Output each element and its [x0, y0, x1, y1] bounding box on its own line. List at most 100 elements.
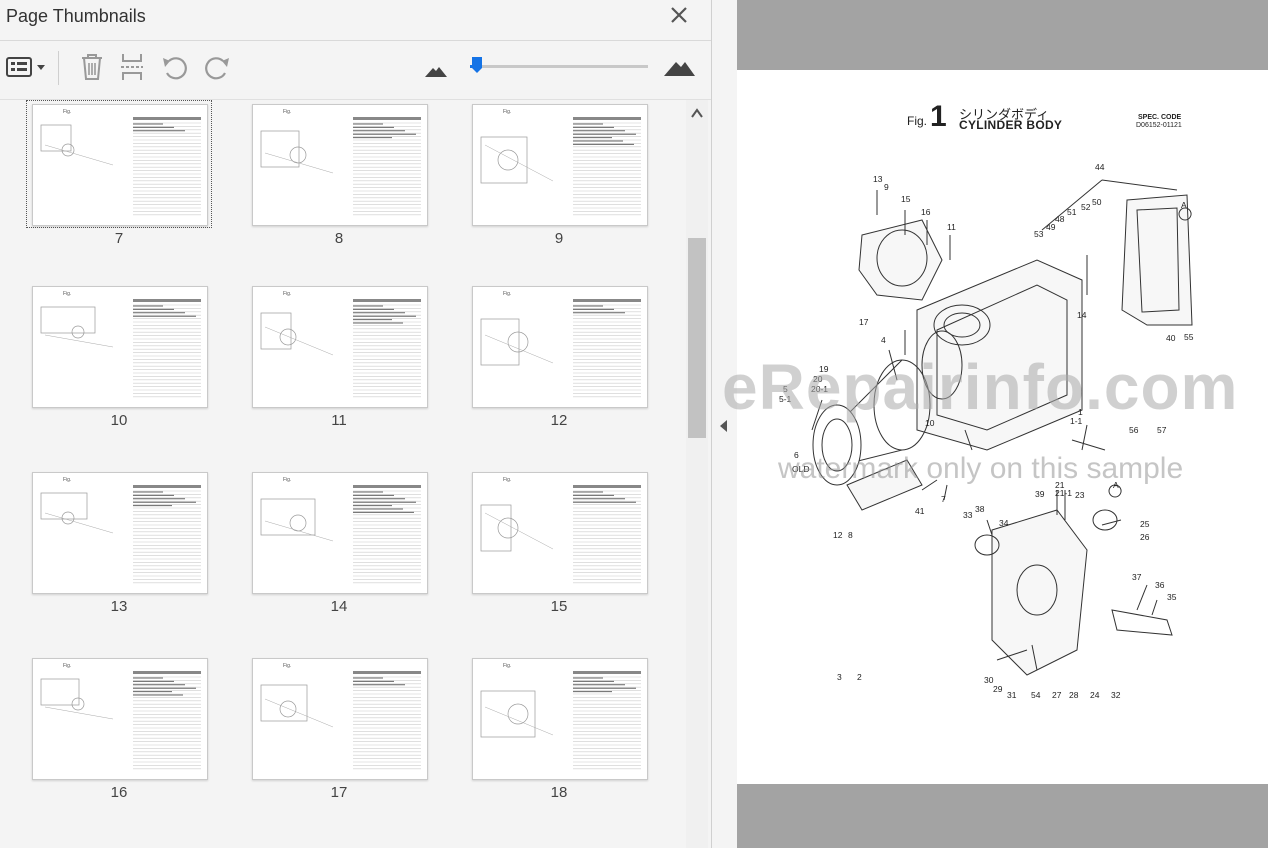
svg-text:Fig.: Fig.	[283, 477, 291, 483]
small-mountain-icon[interactable]	[421, 51, 451, 83]
part-label: 50	[1092, 197, 1102, 207]
part-label: 6	[794, 450, 799, 460]
thumbnail-page-number: 12	[550, 412, 568, 429]
thumbnail-image: Fig.	[32, 286, 208, 408]
scrollbar-thumb[interactable]	[688, 238, 706, 438]
part-label: 26	[1140, 532, 1150, 542]
part-label: 29	[993, 684, 1003, 694]
thumbnail-page-number: 9	[554, 230, 564, 247]
page-layout-icon[interactable]	[118, 51, 148, 83]
thumbnail-image: Fig.	[32, 658, 208, 780]
part-label: 13	[873, 174, 883, 184]
part-label: 1-1	[1070, 416, 1083, 426]
part-label: 1	[1078, 407, 1083, 417]
part-label: 21-1	[1055, 488, 1072, 498]
svg-text:Fig.: Fig.	[283, 663, 291, 669]
part-label: 48	[1055, 214, 1065, 224]
thumbnail-image: Fig.	[32, 104, 208, 226]
figure-label: Fig.	[907, 114, 928, 128]
part-label: 9	[884, 182, 889, 192]
thumbnail-options-icon[interactable]	[5, 51, 47, 83]
part-label: OLD	[792, 464, 809, 474]
part-label: 24	[1090, 690, 1100, 700]
part-label: 17	[859, 317, 869, 327]
figure-number: 1	[930, 100, 947, 133]
part-label: 7	[941, 494, 946, 504]
panel-title: Page Thumbnails	[6, 6, 146, 26]
figure-title-english: CYLINDER BODY	[959, 118, 1063, 132]
part-label: 8	[848, 530, 853, 540]
part-label: 10	[925, 418, 935, 428]
close-icon[interactable]	[668, 4, 690, 26]
part-label: 20-1	[811, 384, 828, 394]
thumbnail-page-number: 7	[114, 230, 124, 247]
rotate-clockwise-icon[interactable]	[202, 51, 232, 83]
part-label: A	[1181, 200, 1187, 210]
rotate-counterclockwise-icon[interactable]	[160, 51, 190, 83]
svg-text:Fig.: Fig.	[503, 291, 511, 297]
part-label: 32	[1111, 690, 1121, 700]
thumbnail-image: Fig.	[472, 472, 648, 594]
part-label: 34	[999, 518, 1009, 528]
thumbnail-page-number: 18	[550, 784, 568, 801]
thumbnail-page-number: 10	[110, 412, 128, 429]
svg-text:Fig.: Fig.	[283, 109, 291, 115]
thumbnail-image: Fig.	[252, 658, 428, 780]
svg-text:Fig.: Fig.	[503, 477, 511, 483]
part-label: 31	[1007, 690, 1017, 700]
part-label: 41	[915, 506, 925, 516]
part-label: 56	[1129, 425, 1139, 435]
thumbnail-page-number: 17	[330, 784, 348, 801]
part-label: 15	[901, 194, 911, 204]
part-label: 38	[975, 504, 985, 514]
part-label: 39	[1035, 489, 1045, 499]
spec-code-value: D06152-01121	[1136, 122, 1182, 129]
part-label: 30	[984, 675, 994, 685]
part-label: 20	[813, 374, 823, 384]
part-label: 21	[1055, 480, 1065, 490]
toolbar-separator	[58, 51, 59, 85]
collapse-panel-arrow-icon[interactable]	[717, 418, 731, 434]
watermark-sub: watermark only on this sample	[778, 452, 1184, 485]
thumbnail-selection-outline	[26, 100, 212, 228]
thumbnail-image: Fig.	[252, 104, 428, 226]
thumbnail-page-number: 16	[110, 784, 128, 801]
scroll-up-arrow-icon[interactable]	[690, 106, 704, 118]
part-label: 52	[1081, 202, 1091, 212]
part-label: 16	[921, 207, 931, 217]
zoom-slider-track[interactable]	[470, 65, 648, 68]
figure-title-japanese: シリンダボディ	[959, 107, 1050, 122]
thumbnail-image: Fig.	[472, 104, 648, 226]
thumbnail-page-number: 11	[331, 412, 347, 429]
part-label: 4	[881, 335, 886, 345]
part-label: 37	[1132, 572, 1142, 582]
part-label: 44	[1095, 162, 1105, 172]
thumbnail-image: Fig.	[32, 472, 208, 594]
part-label: 55	[1184, 332, 1194, 342]
svg-text:Fig.: Fig.	[283, 291, 291, 297]
large-mountain-icon[interactable]	[662, 51, 696, 83]
part-label: 51	[1067, 207, 1077, 217]
part-label: 28	[1069, 690, 1079, 700]
part-label: 40	[1166, 333, 1176, 343]
part-label: 12	[833, 530, 843, 540]
part-label: 53	[1034, 229, 1044, 239]
part-label: 5-1	[779, 394, 792, 404]
svg-text:Fig.: Fig.	[63, 291, 71, 297]
zoom-slider-thumb[interactable]	[472, 57, 483, 73]
part-label: 19	[819, 364, 829, 374]
part-label: 33	[963, 510, 973, 520]
delete-page-icon[interactable]	[77, 51, 107, 83]
thumbnail-page-number: 8	[334, 230, 344, 247]
part-label: 2	[857, 672, 862, 682]
part-label: 14	[1077, 310, 1087, 320]
thumbnail-page-number: 13	[110, 598, 128, 615]
part-label: 25	[1140, 519, 1150, 529]
part-label: 36	[1155, 580, 1165, 590]
part-label: 57	[1157, 425, 1167, 435]
thumbnails-toolbar	[0, 41, 711, 100]
thumbnail-page-number: 15	[550, 598, 568, 615]
thumbnail-scrollbar[interactable]	[686, 100, 708, 848]
